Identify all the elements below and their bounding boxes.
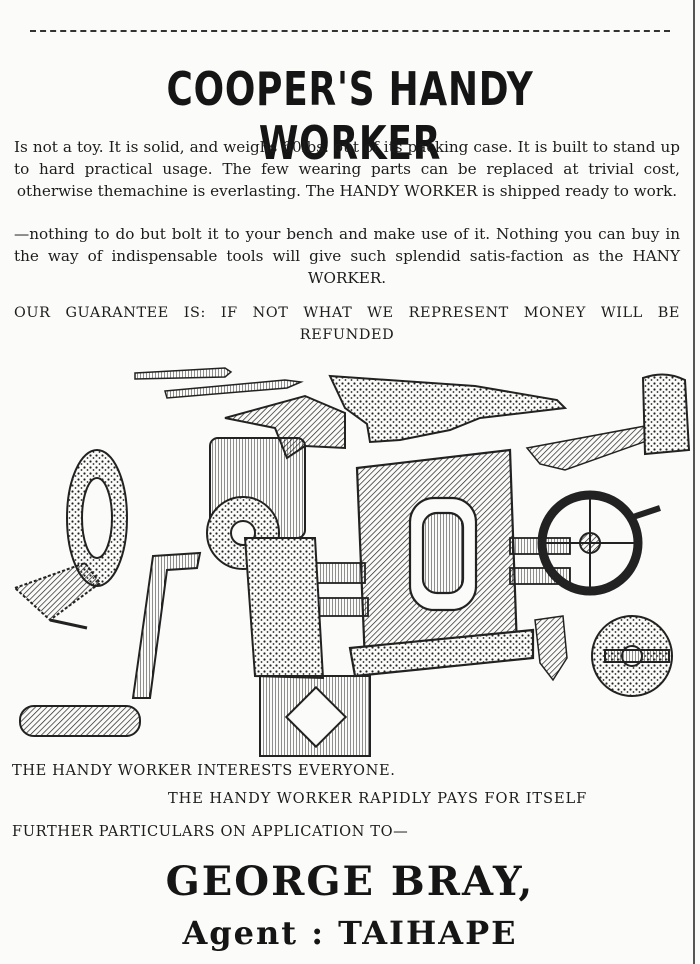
- description-paragraph: Is not a toy. It is solid, and weighs 60…: [14, 138, 680, 200]
- cutter-block: [259, 675, 371, 757]
- hand-wheel: [537, 490, 661, 596]
- fitting: [534, 615, 568, 682]
- description-paragraph: —nothing to do but bolt it to your bench…: [14, 225, 680, 287]
- vise-jaw: [641, 373, 691, 456]
- top-rule: [30, 30, 670, 32]
- machine-body: [348, 448, 535, 678]
- agent-location: Agent : TAIHAPE: [182, 914, 518, 952]
- particulars-text: FURTHER PARTICULARS ON APPLICATION TO—: [12, 823, 409, 840]
- grinding-wheel: [591, 615, 673, 697]
- drill-bit: [134, 367, 304, 399]
- bench-rail: [525, 425, 657, 471]
- headline: COOPER'S HANDY WORKER: [166, 62, 534, 170]
- tagline: THE HANDY WORKER INTERESTS EVERYONE.: [12, 762, 396, 779]
- agent-name: GEORGE BRAY,: [165, 858, 535, 905]
- crank-handle: [19, 551, 202, 737]
- frame: [243, 537, 325, 680]
- pulley-wheel: [13, 449, 128, 630]
- tagline: THE HANDY WORKER RAPIDLY PAYS FOR ITSELF: [168, 790, 588, 807]
- machine-illustration: [13, 367, 691, 757]
- anvil: [328, 374, 568, 444]
- right-border: [693, 0, 695, 964]
- guarantee-text: OUR GUARANTEE IS: IF NOT WHAT WE REPRESE…: [14, 305, 680, 343]
